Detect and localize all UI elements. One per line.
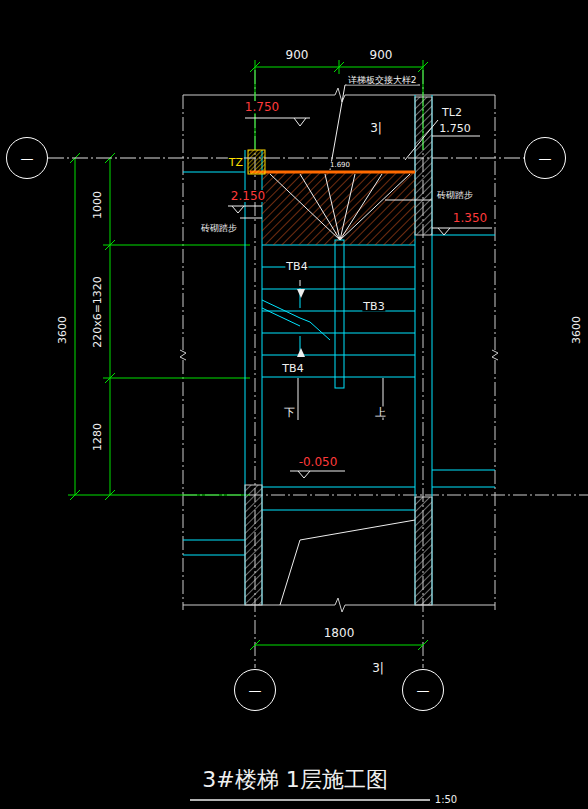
axis-label: — [21, 151, 34, 166]
drawing-label: 详梯板交接大样2 [347, 76, 418, 85]
drawing-label: TB4 [281, 363, 304, 374]
drawing-label: 1:50 [434, 795, 458, 805]
drawing-label: 3| [369, 122, 383, 134]
drawing-label: TZ [228, 157, 244, 168]
axis-label: — [539, 151, 552, 166]
drawing-label: 2.150 [230, 190, 266, 202]
axis-bubble: — [402, 669, 444, 711]
drawing-label: 900 [369, 49, 394, 61]
drawing-label: 3600 [571, 315, 582, 345]
drawing-label: 1.750 [438, 123, 472, 134]
drawing-label: 上 [374, 407, 387, 418]
drawing-label: 900 [285, 49, 310, 61]
drawing-title: 3#楼梯 1层施工图 [201, 769, 388, 791]
axis-label: — [249, 683, 262, 698]
drawing-label: 3600 [57, 315, 68, 345]
axis-bubble: — [234, 669, 276, 711]
drawing-label: 1800 [323, 627, 356, 639]
drawing-label: TB4 [285, 261, 308, 272]
drawing-label: -0.050 [298, 456, 339, 468]
axis-bubble: — [6, 137, 48, 179]
drawing-label: 3| [371, 662, 385, 674]
drawing-label: 1280 [92, 422, 103, 452]
axis-bubble: — [524, 137, 566, 179]
axis-line [48, 158, 524, 159]
drawing-label: TB3 [362, 301, 385, 312]
drawing-label: 220x6=1320 [92, 275, 103, 349]
drawing-label: 1.690 [329, 162, 351, 169]
drawing-label: 砖砌踏步 [200, 224, 238, 233]
drawing-label: 1.350 [452, 212, 488, 224]
drawing-label: 1.750 [244, 101, 280, 113]
drawing-label: TL2 [441, 107, 463, 118]
drawing-label: 砖砌踏步 [436, 191, 474, 200]
drawing-label: 下 [283, 407, 296, 418]
drawing-label: 1000 [92, 190, 103, 220]
axis-label: — [417, 683, 430, 698]
